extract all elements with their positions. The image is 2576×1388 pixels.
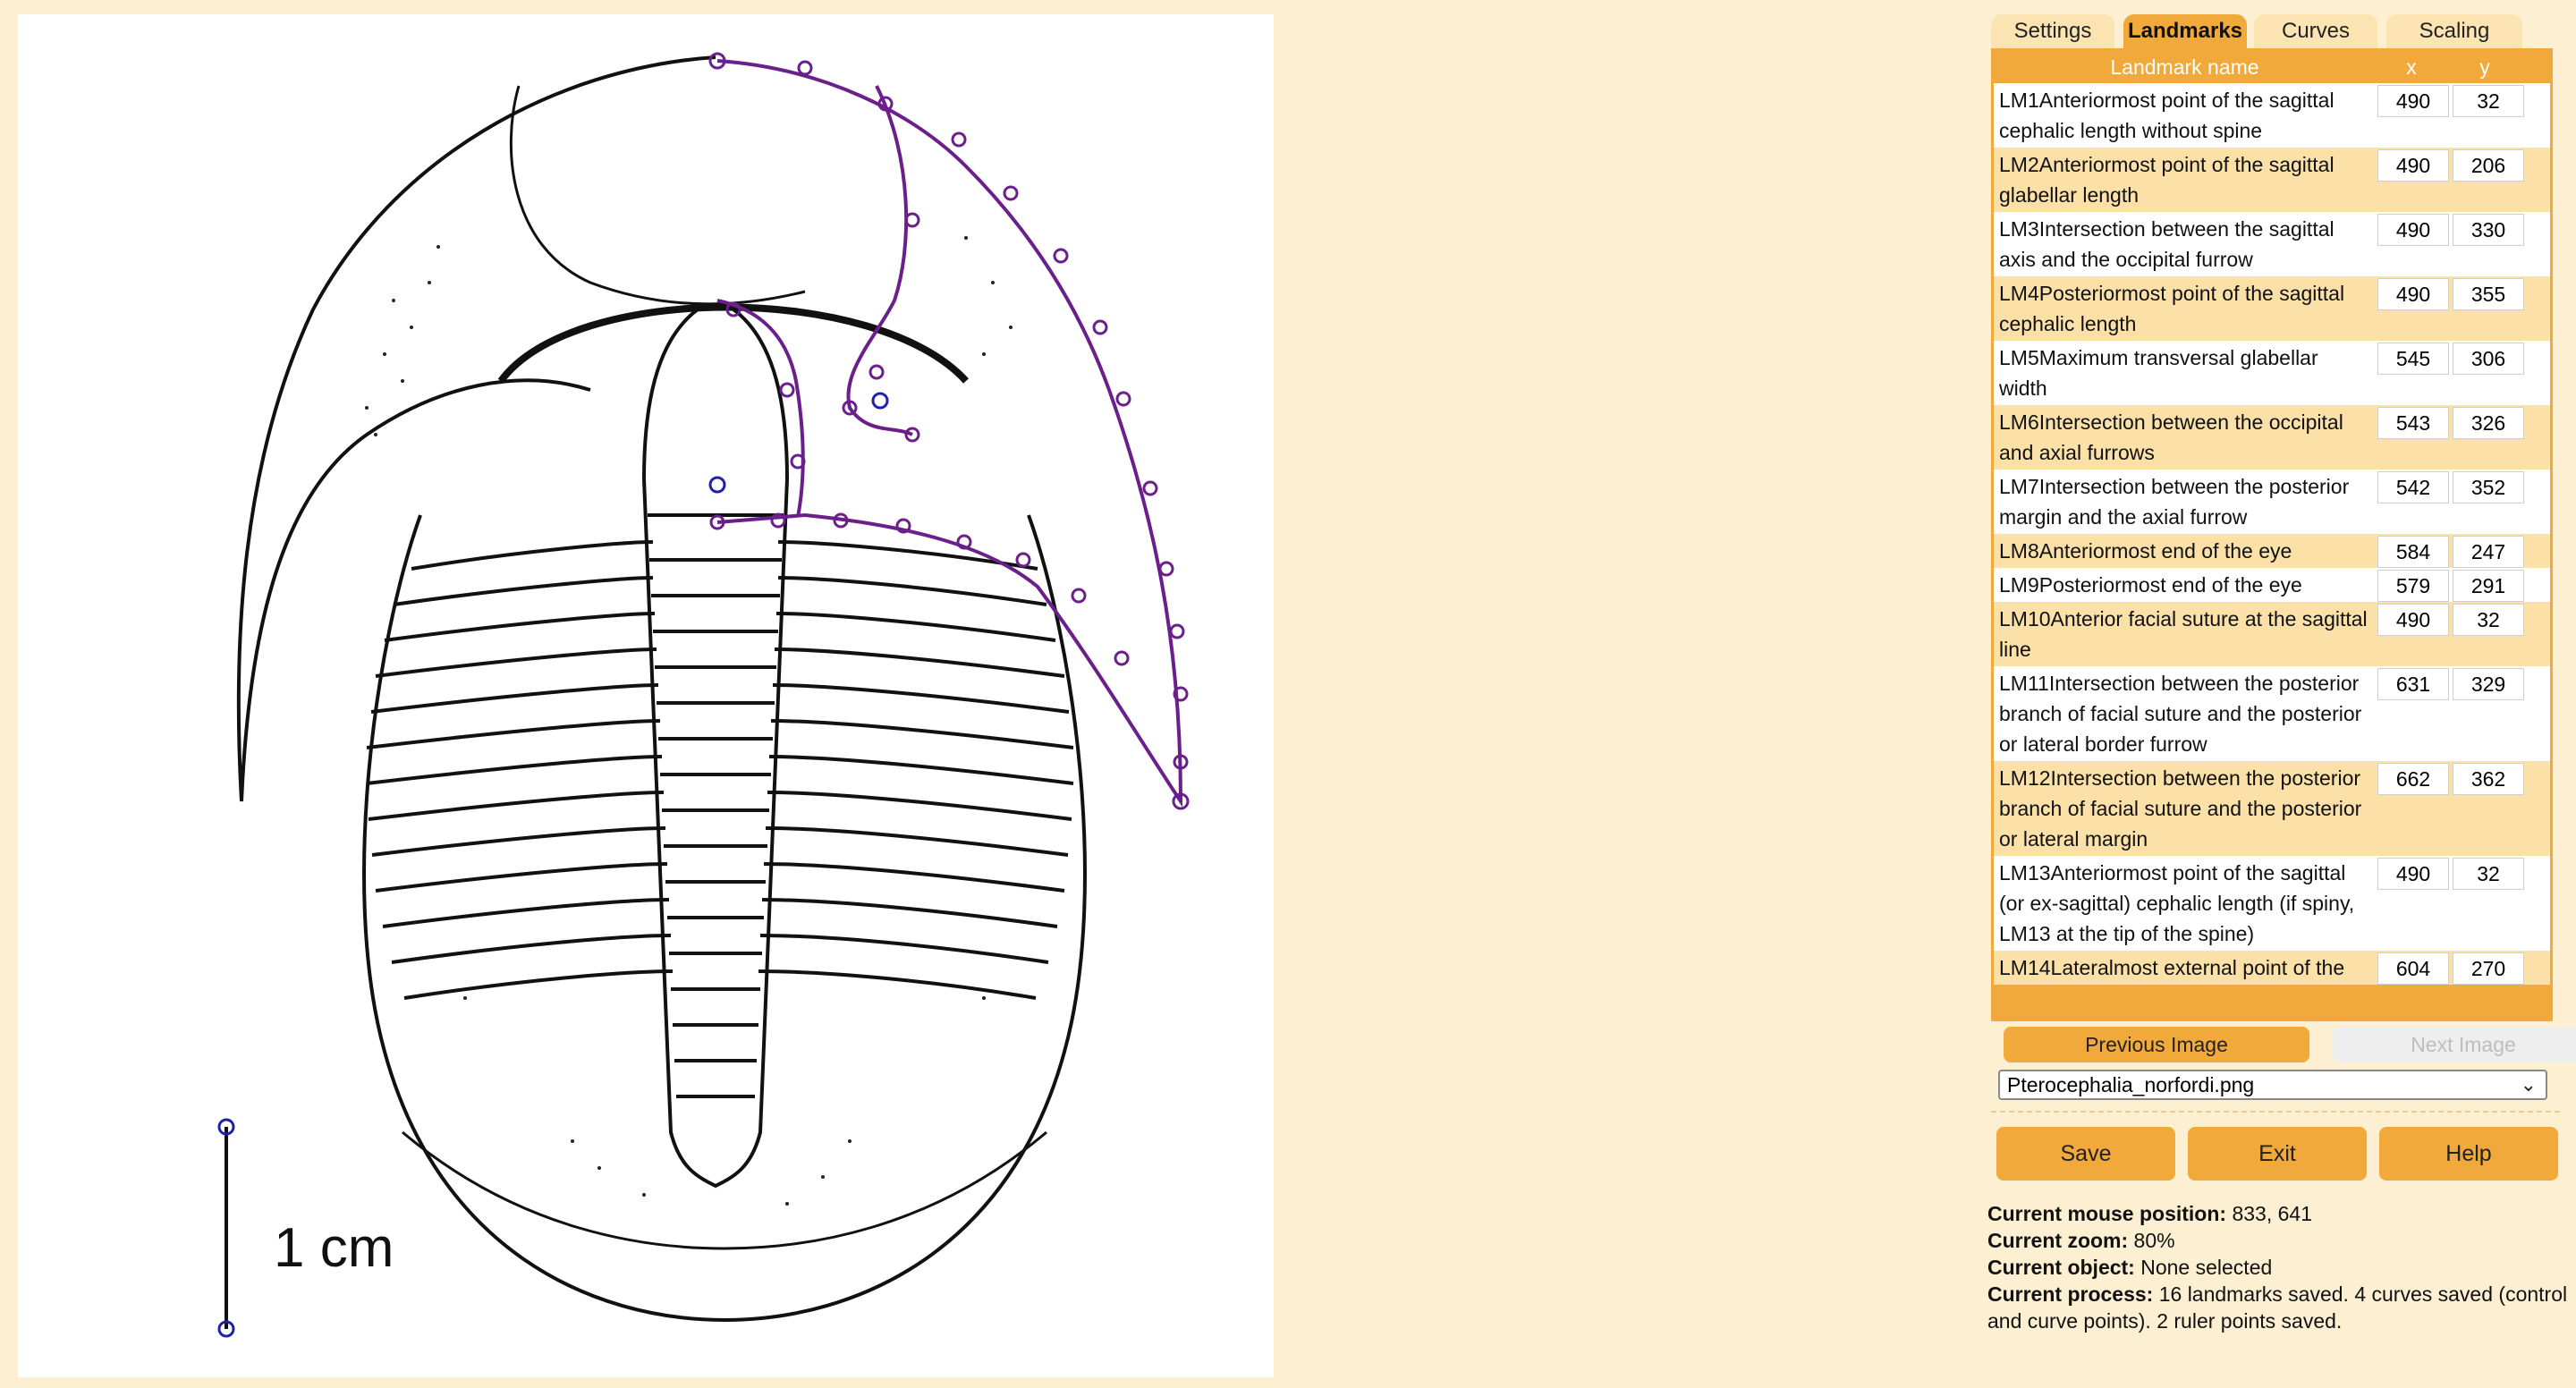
landmark-label: LM1Anteriormost point of the sagittal ce… — [1994, 83, 2376, 148]
landmark-x-field[interactable]: 542 — [2377, 471, 2449, 504]
selected-file: Pterocephalia_norfordi.png — [2007, 1072, 2255, 1096]
col-y: y — [2479, 55, 2490, 79]
divider — [1991, 1111, 2560, 1113]
landmark-x-field[interactable]: 584 — [2377, 536, 2449, 568]
previous-image-button[interactable]: Previous Image — [2004, 1027, 2309, 1062]
landmark-x-field[interactable]: 490 — [2377, 604, 2449, 636]
tab-curves[interactable]: Curves — [2254, 14, 2377, 48]
landmark-label: LM8Anteriormost end of the eye — [1994, 534, 2376, 568]
landmark-y-field[interactable]: 32 — [2453, 85, 2524, 117]
landmark-rows: LM1Anteriormost point of the sagittal ce… — [1994, 83, 2550, 985]
scale-label: 1 cm — [274, 1217, 394, 1279]
landmark-label: LM14Lateralmost external point of the — [1994, 951, 2376, 985]
landmark-label: LM2Anteriormost point of the sagittal gl… — [1994, 148, 2376, 212]
landmark-x-field[interactable]: 543 — [2377, 407, 2449, 439]
next-image-button[interactable]: Next Image — [2333, 1027, 2576, 1062]
landmark-y-field[interactable]: 32 — [2453, 858, 2524, 890]
landmark-x-field[interactable]: 490 — [2377, 858, 2449, 890]
landmark-y-field[interactable]: 291 — [2453, 570, 2524, 602]
landmark-x-field[interactable]: 490 — [2377, 85, 2449, 117]
landmark-label: LM10Anterior facial suture at the sagitt… — [1994, 602, 2376, 666]
landmark-label: LM13Anteriormost point of the sagittal (… — [1994, 856, 2376, 951]
landmark-y-field[interactable]: 330 — [2453, 214, 2524, 246]
landmark-y-field[interactable]: 306 — [2453, 343, 2524, 375]
col-x: x — [2406, 55, 2417, 79]
landmark-y-field[interactable]: 32 — [2453, 604, 2524, 636]
image-file-select[interactable]: Pterocephalia_norfordi.png ⌄ — [1998, 1070, 2547, 1100]
side-panel: Settings Landmarks Curves Scaling Landma… — [1984, 13, 2576, 1333]
landmark-label: LM11Intersection between the posterior b… — [1994, 666, 2376, 761]
landmark-x-field[interactable]: 490 — [2377, 278, 2449, 310]
landmark-x-field[interactable]: 604 — [2377, 952, 2449, 985]
landmark-y-field[interactable]: 247 — [2453, 536, 2524, 568]
trilobite-drawing[interactable]: 1 cm — [18, 14, 1274, 1377]
col-landmark-name: Landmark name — [2110, 55, 2259, 79]
landmark-row[interactable]: LM4Posteriormost point of the sagittal c… — [1994, 276, 2550, 341]
landmark-y-field[interactable]: 355 — [2453, 278, 2524, 310]
landmark-row[interactable]: LM1Anteriormost point of the sagittal ce… — [1994, 83, 2550, 148]
landmark-row[interactable]: LM10Anterior facial suture at the sagitt… — [1994, 602, 2550, 666]
status-panel: Current mouse position: 833, 641 Current… — [1987, 1200, 2569, 1334]
status-process: Current process: 16 landmarks saved. 4 c… — [1987, 1282, 2568, 1333]
status-object: Current object: None selected — [1987, 1256, 2273, 1279]
tab-scaling[interactable]: Scaling — [2386, 14, 2522, 48]
landmark-x-field[interactable]: 490 — [2377, 149, 2449, 182]
landmark-x-field[interactable]: 545 — [2377, 343, 2449, 375]
landmark-y-field[interactable]: 352 — [2453, 471, 2524, 504]
landmark-x-field[interactable]: 631 — [2377, 668, 2449, 700]
exit-button[interactable]: Exit — [2188, 1127, 2367, 1181]
landmark-label: LM9Posteriormost end of the eye — [1994, 568, 2376, 602]
landmark-x-field[interactable]: 490 — [2377, 214, 2449, 246]
landmark-row[interactable]: LM6Intersection between the occipital an… — [1994, 405, 2550, 470]
landmark-y-field[interactable]: 270 — [2453, 952, 2524, 985]
status-zoom: Current zoom: 80% — [1987, 1229, 2175, 1252]
landmark-row[interactable]: LM2Anteriormost point of the sagittal gl… — [1994, 148, 2550, 212]
chevron-down-icon: ⌄ — [2520, 1073, 2537, 1096]
landmark-row[interactable]: LM11Intersection between the posterior b… — [1994, 666, 2550, 761]
tab-settings[interactable]: Settings — [1991, 14, 2114, 48]
landmark-label: LM12Intersection between the posterior b… — [1994, 761, 2376, 856]
landmark-row[interactable]: LM3Intersection between the sagittal axi… — [1994, 212, 2550, 276]
landmark-table-header: Landmark name x y — [1994, 51, 2550, 83]
save-button[interactable]: Save — [1996, 1127, 2175, 1181]
status-mouse: Current mouse position: 833, 641 — [1987, 1202, 2312, 1225]
landmark-x-field[interactable]: 579 — [2377, 570, 2449, 602]
tab-bar: Settings Landmarks Curves Scaling — [1984, 13, 2565, 48]
landmark-label: LM5Maximum transversal glabellar width — [1994, 341, 2376, 405]
landmark-y-field[interactable]: 326 — [2453, 407, 2524, 439]
landmark-row[interactable]: LM12Intersection between the posterior b… — [1994, 761, 2550, 856]
help-button[interactable]: Help — [2379, 1127, 2558, 1181]
landmark-y-field[interactable]: 362 — [2453, 763, 2524, 795]
landmark-x-field[interactable]: 662 — [2377, 763, 2449, 795]
landmark-label: LM7Intersection between the posterior ma… — [1994, 470, 2376, 534]
landmark-label: LM4Posteriormost point of the sagittal c… — [1994, 276, 2376, 341]
landmark-y-field[interactable]: 206 — [2453, 149, 2524, 182]
landmark-row[interactable]: LM7Intersection between the posterior ma… — [1994, 470, 2550, 534]
landmark-row[interactable]: LM13Anteriormost point of the sagittal (… — [1994, 856, 2550, 951]
landmark-table[interactable]: Landmark name x y LM1Anteriormost point … — [1991, 48, 2553, 1021]
landmark-label: LM3Intersection between the sagittal axi… — [1994, 212, 2376, 276]
landmark-label: LM6Intersection between the occipital an… — [1994, 405, 2376, 470]
tab-landmarks[interactable]: Landmarks — [2123, 14, 2247, 48]
specimen-image-canvas[interactable]: 1 cm — [18, 14, 1274, 1377]
landmark-y-field[interactable]: 329 — [2453, 668, 2524, 700]
